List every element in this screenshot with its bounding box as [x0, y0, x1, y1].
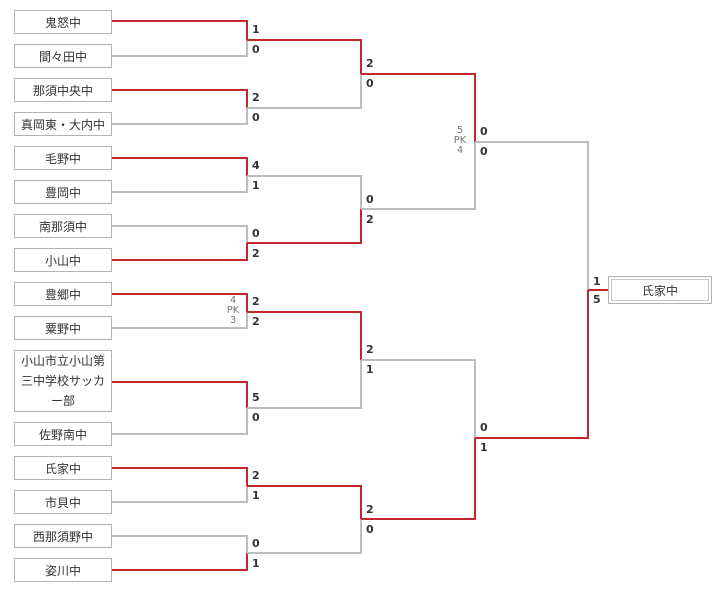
- r2-line-6: [247, 360, 362, 409]
- pk-top-upper: 5: [456, 125, 464, 136]
- r1-score-13: 2: [252, 469, 260, 482]
- team-9[interactable]: 豊郷中: [14, 282, 112, 306]
- final-score-2: 5: [593, 293, 601, 306]
- r2-line-1: [247, 39, 362, 74]
- team-14[interactable]: 市貝中: [14, 490, 112, 514]
- r1-score-11: 5: [252, 391, 260, 404]
- r3-line-4: [361, 438, 476, 520]
- r3-line-2: [361, 142, 476, 210]
- r3-score-2: 0: [480, 145, 488, 158]
- r3-score-4: 1: [480, 441, 488, 454]
- r1-line-12: [112, 408, 248, 435]
- r1-score-16: 1: [252, 557, 260, 570]
- r2-score-5: 2: [366, 343, 374, 356]
- pk-top-lower: 4: [456, 145, 464, 156]
- team-1[interactable]: 鬼怒中: [14, 10, 112, 34]
- r1-line-10: [112, 312, 248, 329]
- team-16[interactable]: 姿川中: [14, 558, 112, 582]
- r2-score-8: 0: [366, 523, 374, 536]
- team-15[interactable]: 西那須野中: [14, 524, 112, 548]
- r1-line-9: [112, 293, 248, 312]
- r1-score-10: 2: [252, 315, 260, 328]
- pk-mid-lower: 3: [229, 315, 237, 326]
- team-7[interactable]: 南那須中: [14, 214, 112, 238]
- team-4[interactable]: 真岡東・大内中: [14, 112, 112, 136]
- r1-line-8: [112, 243, 248, 261]
- r1-score-6: 1: [252, 179, 260, 192]
- r1-score-2: 0: [252, 43, 260, 56]
- pk-mid-label: PK: [226, 305, 240, 316]
- r1-score-12: 0: [252, 411, 260, 424]
- champion-name: 氏家中: [611, 279, 709, 301]
- pk-mid: 4 PK 3: [223, 296, 243, 326]
- team-10[interactable]: 粟野中: [14, 316, 112, 340]
- r1-line-7: [112, 225, 248, 243]
- r2-score-3: 0: [366, 193, 374, 206]
- team-2[interactable]: 間々田中: [14, 44, 112, 68]
- r2-line-3: [247, 175, 362, 209]
- team-13[interactable]: 氏家中: [14, 456, 112, 480]
- pk-top-label: PK: [453, 135, 467, 146]
- team-8[interactable]: 小山中: [14, 248, 112, 272]
- r2-line-2: [247, 74, 362, 109]
- r1-score-14: 1: [252, 489, 260, 502]
- r1-line-4: [112, 108, 248, 125]
- r1-score-7: 0: [252, 227, 260, 240]
- r3-line-3: [361, 359, 476, 438]
- r1-score-9: 2: [252, 295, 260, 308]
- r1-line-6: [112, 176, 248, 193]
- r2-line-5: [247, 311, 362, 360]
- r1-line-5: [112, 157, 248, 176]
- team-6[interactable]: 豊岡中: [14, 180, 112, 204]
- r1-score-1: 1: [252, 23, 260, 36]
- r2-score-6: 1: [366, 363, 374, 376]
- r2-line-4: [247, 209, 362, 244]
- r1-score-3: 2: [252, 91, 260, 104]
- r1-line-16: [112, 553, 248, 571]
- champion-box[interactable]: 氏家中: [608, 276, 712, 304]
- team-11[interactable]: 小山市立小山第三中学校サッカー部: [14, 350, 112, 412]
- r1-score-8: 2: [252, 247, 260, 260]
- r1-score-15: 0: [252, 537, 260, 550]
- r2-score-7: 2: [366, 503, 374, 516]
- r2-line-8: [247, 519, 362, 554]
- pk-mid-upper: 4: [229, 295, 237, 306]
- r2-score-2: 0: [366, 77, 374, 90]
- r1-score-4: 0: [252, 111, 260, 124]
- r1-score-5: 4: [252, 159, 260, 172]
- r2-score-1: 2: [366, 57, 374, 70]
- r1-line-1: [112, 20, 248, 40]
- r3-score-1: 0: [480, 125, 488, 138]
- r1-line-11: [112, 381, 248, 408]
- r1-line-3: [112, 89, 248, 108]
- r1-line-14: [112, 486, 248, 503]
- final-line-2: [475, 290, 589, 439]
- r1-line-13: [112, 467, 248, 486]
- r3-line-1: [361, 73, 476, 142]
- pk-top: 5 PK 4: [450, 126, 470, 156]
- final-score-1: 1: [593, 275, 601, 288]
- team-5[interactable]: 毛野中: [14, 146, 112, 170]
- team-3[interactable]: 那須中央中: [14, 78, 112, 102]
- final-line-1: [475, 141, 589, 290]
- r1-line-15: [112, 535, 248, 553]
- r2-line-7: [247, 485, 362, 519]
- r3-score-3: 0: [480, 421, 488, 434]
- team-12[interactable]: 佐野南中: [14, 422, 112, 446]
- r2-score-4: 2: [366, 213, 374, 226]
- r1-line-2: [112, 40, 248, 57]
